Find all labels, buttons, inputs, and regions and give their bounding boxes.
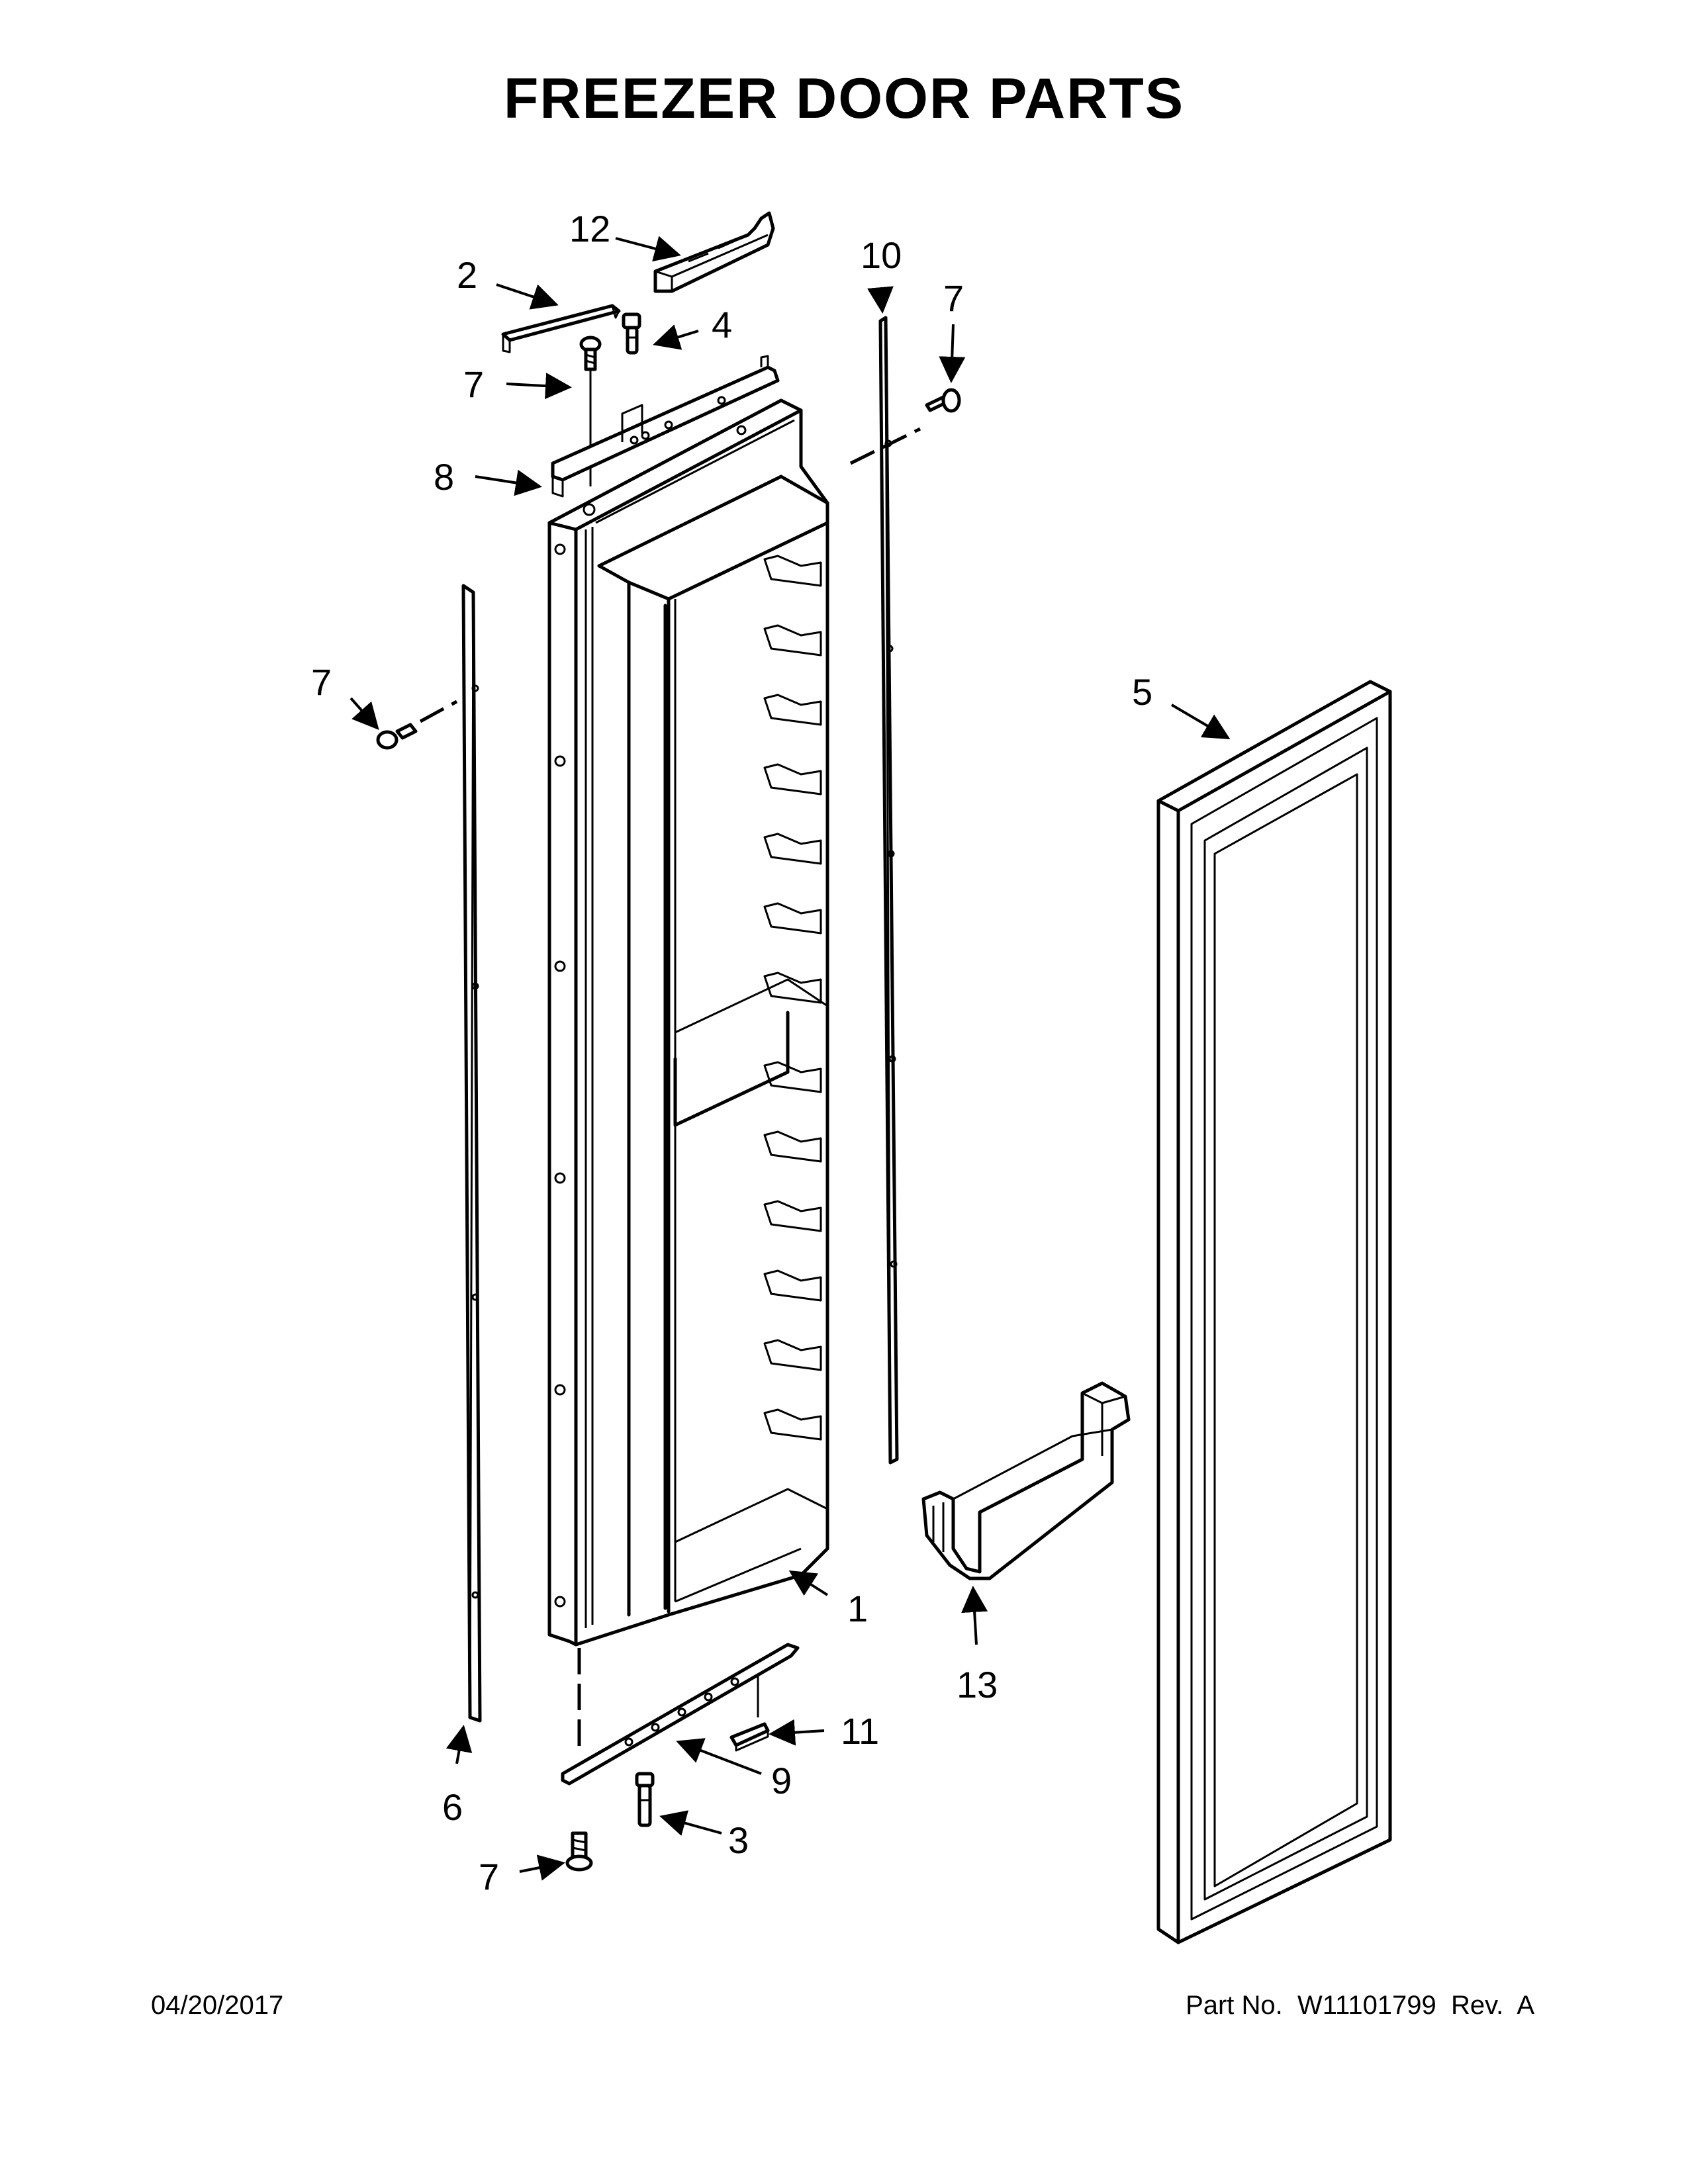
part-9-bottom-hinge [561, 1643, 800, 1786]
part-12-top-cover [653, 211, 775, 293]
callout-1: 1 [847, 1588, 868, 1629]
callout-11: 11 [841, 1710, 879, 1752]
part-10-right-strip [878, 316, 899, 1465]
callout-9: 9 [771, 1760, 792, 1801]
callout-7-side: 7 [311, 661, 332, 703]
callout-arrows [350, 236, 1231, 1881]
callout-7-bottom: 7 [479, 1856, 499, 1897]
callout-6: 6 [442, 1786, 463, 1828]
part-6-left-strip [461, 584, 482, 1723]
part-2-top-strip [501, 304, 621, 353]
part-1-door-liner [547, 398, 829, 1647]
callout-4: 4 [712, 304, 732, 345]
part-11-stop [729, 1722, 770, 1752]
callout-7-top-left: 7 [463, 363, 484, 405]
part-5-door-panel [1156, 680, 1392, 1944]
part-4-hinge-pin [622, 312, 641, 355]
part-7-screw-right [925, 388, 961, 413]
part-7-screw-top [579, 336, 602, 486]
callout-8: 8 [434, 456, 454, 498]
part-7-screw-bottom [565, 1831, 593, 1872]
callout-5: 5 [1132, 671, 1152, 713]
callout-2: 2 [457, 254, 477, 296]
part-13-door-bin [921, 1381, 1131, 1580]
page-title: FREEZER DOOR PARTS [503, 67, 1185, 130]
callout-3: 3 [728, 1819, 749, 1861]
callout-10: 10 [861, 234, 902, 276]
footer-date: 04/20/2017 [151, 1991, 284, 2020]
part-8-top-hinge-bracket [551, 355, 780, 498]
callout-12: 12 [569, 208, 610, 250]
callout-13: 13 [957, 1664, 998, 1706]
part-7-screw-left [376, 723, 418, 750]
part-3-hinge-pin [635, 1772, 655, 1827]
callout-7-top-right: 7 [943, 277, 964, 319]
footer-part-number: Part No. W11101799 Rev. A [1186, 1991, 1534, 2020]
